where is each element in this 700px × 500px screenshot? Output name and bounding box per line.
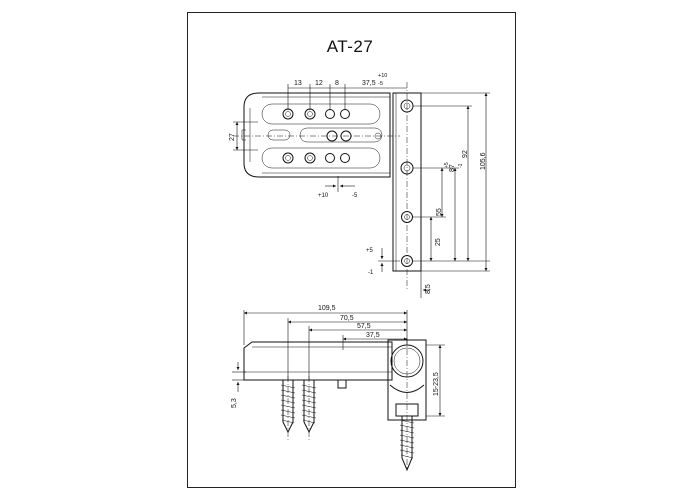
slide-housing [241, 92, 391, 178]
dim-109-5: 109,5 [318, 305, 336, 312]
dim-70-5: 70,5 [340, 315, 354, 322]
hinge-body-side [243, 339, 427, 421]
height-dimension: 15-23,5 [426, 344, 445, 417]
adjust-plus5: +5 [366, 248, 374, 254]
drawing-title: AT-27 [326, 37, 374, 56]
top-horizontal-dimensions: 13 12 8 37,5 +10 -5 [287, 73, 407, 110]
dim-57-5: 57,5 [357, 323, 371, 330]
dim-55: 55 [436, 208, 443, 216]
dim-37-5: 37,5 [362, 80, 376, 87]
side-horizontal-dimensions: 109,5 70,5 57,5 37,5 [243, 305, 408, 380]
dim-27: 27 [229, 133, 236, 141]
plate-width-dim: 8,5 [420, 271, 432, 298]
dim-tol-minus5: -5 [378, 81, 383, 87]
dim-13: 13 [294, 80, 302, 87]
dim-27-group: 27 [229, 121, 258, 151]
dim-87: 87 [449, 164, 456, 172]
drawing-sheet-border [187, 12, 516, 488]
adjust-minus5: -5 [352, 193, 358, 199]
dim-8-5: 8,5 [425, 284, 432, 294]
dim-5-3: 5,3 [231, 398, 238, 408]
dim-105-6: 105,6 [480, 152, 487, 170]
dim-8: 8 [335, 80, 339, 87]
horizontal-adjustment: +10 -5 [318, 176, 358, 199]
right-vertical-dimensions: 105,6 92 87 +5 -1 55 25 [413, 92, 490, 272]
base-thickness-dimension: 5,3 [231, 362, 246, 408]
dim-12: 12 [315, 80, 323, 87]
vertical-adjustment: +5 -1 [366, 248, 400, 276]
dim-37-5-side: 37,5 [366, 332, 380, 339]
side-view: 109,5 70,5 57,5 37,5 [231, 305, 445, 472]
dim-87-tol-plus: +5 [444, 162, 450, 168]
dim-tol-plus10: +10 [378, 73, 387, 79]
dim-92: 92 [462, 150, 469, 158]
dim-15-23-5: 15-23,5 [433, 372, 440, 396]
dim-87-tol-minus: -1 [458, 163, 464, 168]
dim-25: 25 [435, 238, 442, 246]
adjust-plus10: +10 [318, 193, 329, 199]
top-view: 13 12 8 37,5 +10 -5 27 +10 -5 [229, 73, 490, 298]
adjust-minus1: -1 [368, 270, 374, 276]
wood-screws [280, 380, 415, 472]
